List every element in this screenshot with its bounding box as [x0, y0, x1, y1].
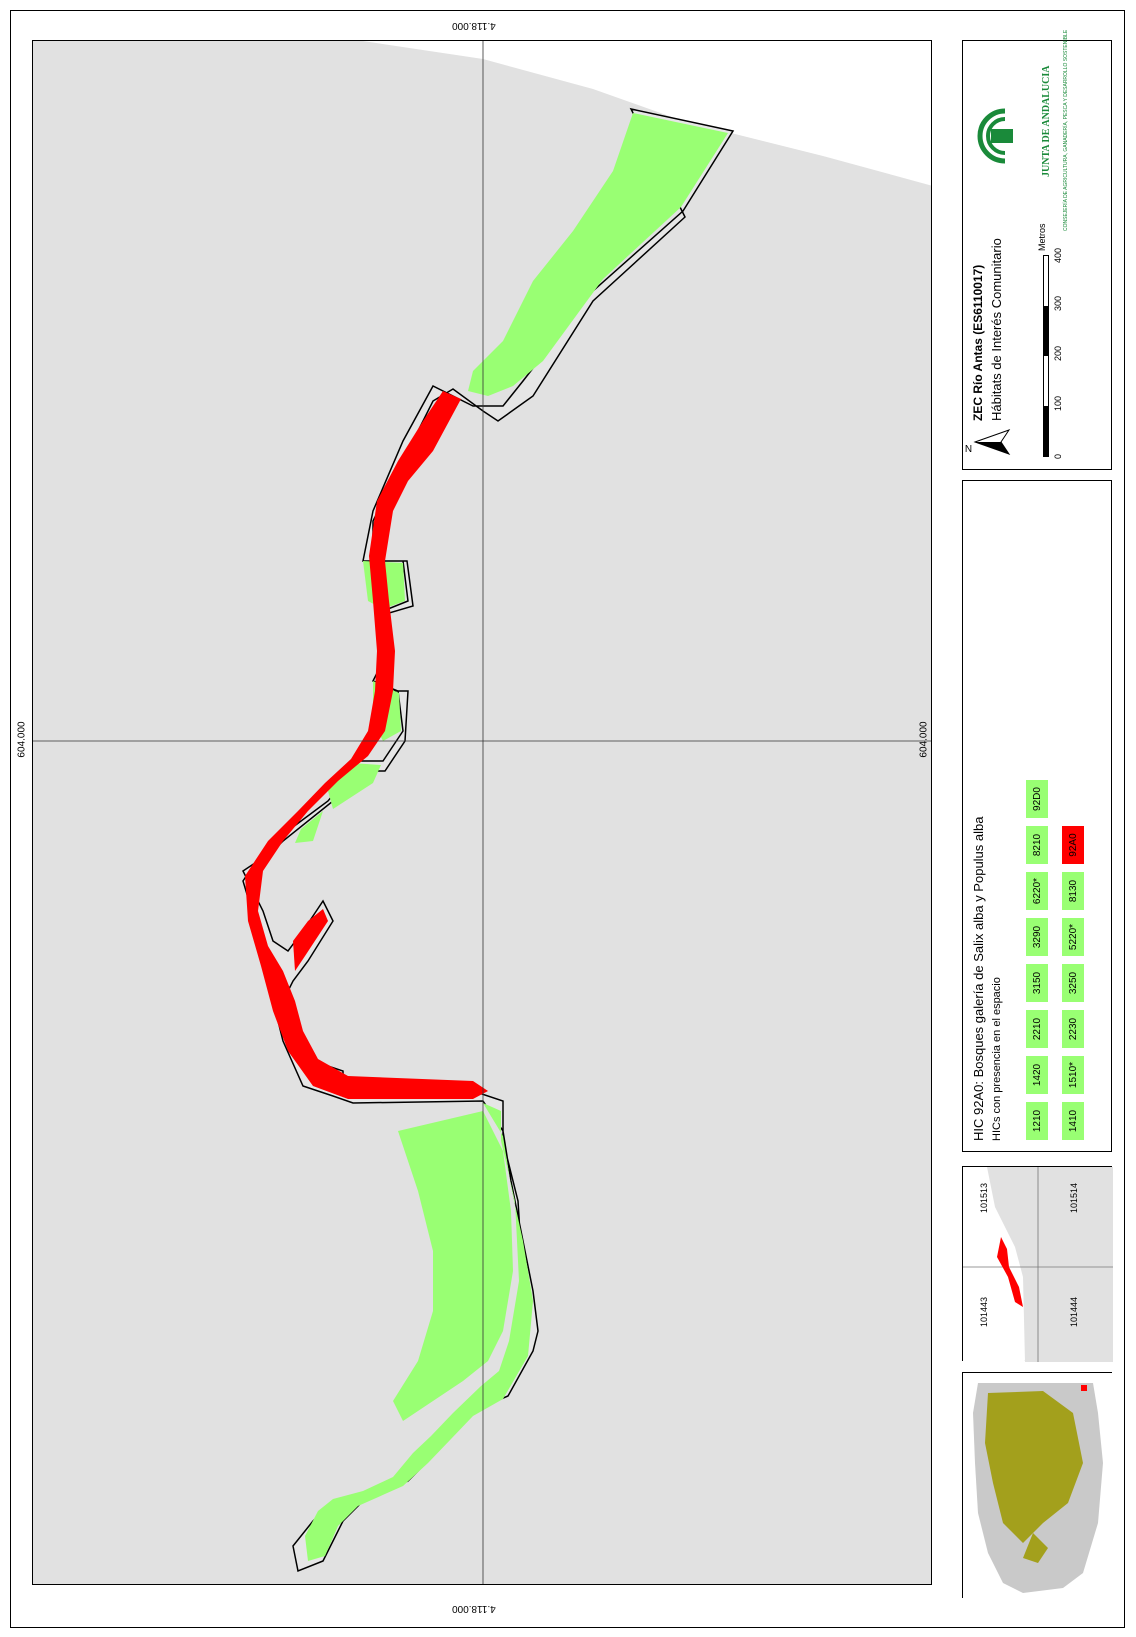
legend-chip-8130: 8130 [1061, 871, 1085, 911]
overview-inset [962, 1372, 1113, 1599]
legend-chip-3290: 3290 [1025, 917, 1049, 957]
legend-chip-92a0: 92A0 [1061, 825, 1085, 865]
sea-area [363, 41, 931, 186]
habitat-green [295, 811, 323, 843]
scale-label: 100 [1053, 395, 1063, 411]
map-svg [33, 41, 931, 1584]
scale-unit: Metros [1037, 223, 1047, 251]
legend-subtitle: HICs con presencia en el espacio [991, 977, 1003, 1141]
main-map[interactable] [32, 40, 932, 1585]
habitat-green [305, 1103, 533, 1561]
site-title: ZEC Río Antas (ES6110017) [971, 264, 985, 421]
sheet-label: 101444 [1069, 1296, 1080, 1328]
logo-subtitle: CONSEJERÍA DE AGRICULTURA, GANADERÍA, PE… [1063, 29, 1069, 231]
legend-chip-1510-star: 1510* [1061, 1055, 1085, 1095]
scale-label: 0 [1053, 453, 1063, 459]
habitat-green [328, 763, 381, 809]
legend-chip-1210: 1210 [1025, 1101, 1049, 1141]
andalusia-overview-map [963, 1373, 1113, 1599]
sheet-label: 101513 [979, 1182, 990, 1214]
title-panel: N ZEC Río Antas (ES6110017) Hábitats de … [962, 30, 1112, 470]
scale-label: 200 [1053, 345, 1063, 361]
grid-inset: 101443 101444 101513 101514 [962, 1166, 1113, 1362]
legend-chip-3250: 3250 [1061, 963, 1085, 1003]
scale-label: 300 [1053, 295, 1063, 311]
scale-bar [1043, 255, 1049, 457]
habitat-92a0 [245, 391, 488, 1099]
legend-panel: HIC 92A0: Bosques galería de Salix alba … [962, 480, 1112, 1152]
legend-chip-8210: 8210 [1025, 825, 1049, 865]
coord-top: 4.118.000 [452, 20, 496, 31]
page-frame [10, 10, 1125, 1628]
north-arrow-icon [973, 429, 1011, 455]
coord-left: 604.000 [16, 721, 28, 758]
legend-chip-1410: 1410 [1061, 1101, 1085, 1141]
legend-chip-2230: 2230 [1061, 1009, 1085, 1049]
habitat-92a0 [293, 909, 328, 971]
habitat-green [468, 113, 728, 396]
sheet-label: 101443 [979, 1296, 990, 1328]
north-label: N [964, 443, 973, 455]
legend-chip-6220-star: 6220* [1025, 871, 1049, 911]
sheet-label: 101514 [1069, 1182, 1080, 1214]
legend-chip-2210: 2210 [1025, 1009, 1049, 1049]
coord-right: 604.000 [918, 721, 930, 758]
legend-chip-1420: 1420 [1025, 1055, 1049, 1095]
junta-logo-icon [977, 108, 1013, 164]
site-subtitle: Hábitats de Interés Comunitario [989, 238, 1004, 421]
legend-chip-5220-star: 5220* [1061, 917, 1085, 957]
logo-title: JUNTA DE ANDALUCIA [1041, 65, 1052, 178]
grid-inset-map [963, 1167, 1113, 1362]
scale-label: 400 [1053, 247, 1063, 263]
legend-chip-92d0: 92D0 [1025, 779, 1049, 819]
legend-chip-3150: 3150 [1025, 963, 1049, 1003]
coord-bottom: 4.118.000 [452, 1603, 496, 1614]
legend-title: HIC 92A0: Bosques galería de Salix alba … [971, 816, 986, 1141]
